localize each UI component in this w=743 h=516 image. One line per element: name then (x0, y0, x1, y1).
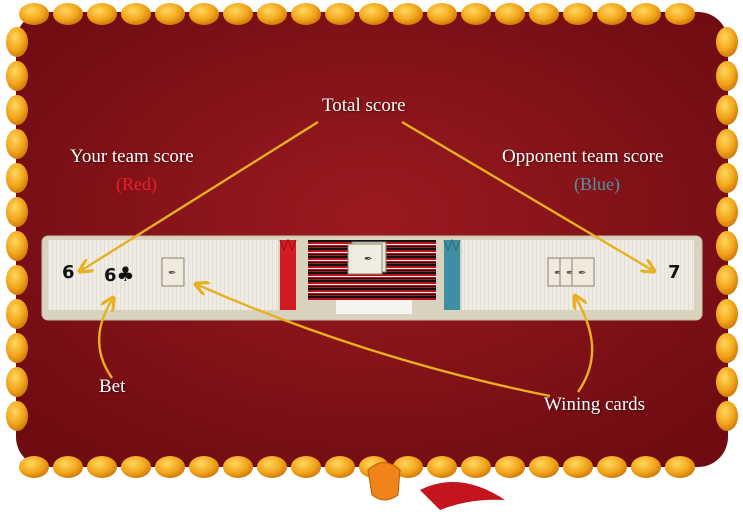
bead (19, 456, 49, 478)
center-card-deck: ✒ (347, 241, 387, 275)
arrow-wining-cards-right (576, 298, 594, 393)
bead (19, 3, 49, 25)
bead (291, 3, 321, 25)
annotation-arrows (82, 120, 652, 398)
bead (6, 333, 28, 363)
bet-value: 6♣ (104, 262, 134, 286)
your-team-color-label: (Red) (116, 174, 157, 194)
arrow-wining-cards-left (198, 285, 551, 398)
bead (665, 3, 695, 25)
bead (597, 456, 627, 478)
bead (291, 456, 321, 478)
won-trick-card (571, 257, 595, 287)
bead (189, 456, 219, 478)
red-team-tassel (280, 240, 296, 310)
opponent-team-color-label: (Blue) (574, 174, 620, 194)
opponent-winning-cards: ✒ ✒ ✒ (547, 257, 595, 287)
arrow-total-to-your-score (82, 120, 319, 270)
bead (359, 3, 389, 25)
bead (393, 456, 423, 478)
bead (495, 3, 525, 25)
bead (121, 3, 151, 25)
bead (6, 299, 28, 329)
opponent-total-score: 7 (668, 262, 681, 283)
bead (257, 3, 287, 25)
bead (716, 163, 738, 193)
bead (427, 3, 457, 25)
card-back-glyph: ✒ (168, 268, 176, 279)
bead (631, 3, 661, 25)
bead (223, 3, 253, 25)
bead (427, 456, 457, 478)
bead (87, 456, 117, 478)
arrow-total-to-opponent-score (401, 120, 652, 270)
bead (716, 27, 738, 57)
bead (393, 3, 423, 25)
bead (53, 456, 83, 478)
bead (6, 163, 28, 193)
bead (6, 265, 28, 295)
bead (6, 95, 28, 125)
bead (495, 456, 525, 478)
club-icon: ♣ (116, 262, 135, 286)
bead (189, 3, 219, 25)
bet-number: 6 (104, 265, 117, 286)
total-score-label: Total score (322, 95, 406, 116)
bead (563, 3, 593, 25)
bead (6, 129, 28, 159)
bead (631, 456, 661, 478)
bottom-ornament (367, 462, 505, 510)
bead (563, 456, 593, 478)
bead (155, 456, 185, 478)
card-back-glyph: ✒ (554, 268, 562, 279)
bead (597, 3, 627, 25)
arrow-bet (98, 300, 112, 379)
card-back-glyph: ✒ (566, 268, 574, 279)
bead (461, 3, 491, 25)
bead (6, 231, 28, 261)
bead (325, 3, 355, 25)
bead (716, 401, 738, 431)
blue-team-tassel (444, 240, 460, 310)
bead (6, 367, 28, 397)
bead (716, 367, 738, 397)
bead (87, 3, 117, 25)
bead (53, 3, 83, 25)
bead (716, 129, 738, 159)
bet-label: Bet (99, 376, 126, 397)
bead (529, 3, 559, 25)
your-winning-cards: ✒ (161, 257, 185, 287)
bead (6, 27, 28, 57)
bead (716, 197, 738, 227)
your-total-score: 6 (62, 262, 75, 283)
bead (6, 401, 28, 431)
bead (257, 456, 287, 478)
bead (6, 197, 28, 227)
bead (716, 95, 738, 125)
bead (665, 456, 695, 478)
bead (716, 299, 738, 329)
bead (716, 61, 738, 91)
card-back-glyph: ✒ (578, 268, 586, 279)
won-trick-card (161, 257, 185, 287)
bead-border (6, 3, 738, 478)
bead (223, 456, 253, 478)
bead (716, 333, 738, 363)
wining-cards-label: Wining cards (544, 394, 646, 415)
bead (6, 61, 28, 91)
scoreboard: ✒ ✒ ✒ ✒ ✒ (41, 235, 703, 321)
opponent-team-score-label: Opponent team score (502, 146, 664, 167)
bead (716, 231, 738, 261)
svg-text:✒: ✒ (364, 254, 372, 265)
bead (155, 3, 185, 25)
bead (325, 456, 355, 478)
bead (529, 456, 559, 478)
bead (461, 456, 491, 478)
your-team-score-label: Your team score (70, 146, 194, 167)
bead (716, 265, 738, 295)
bead (121, 456, 151, 478)
